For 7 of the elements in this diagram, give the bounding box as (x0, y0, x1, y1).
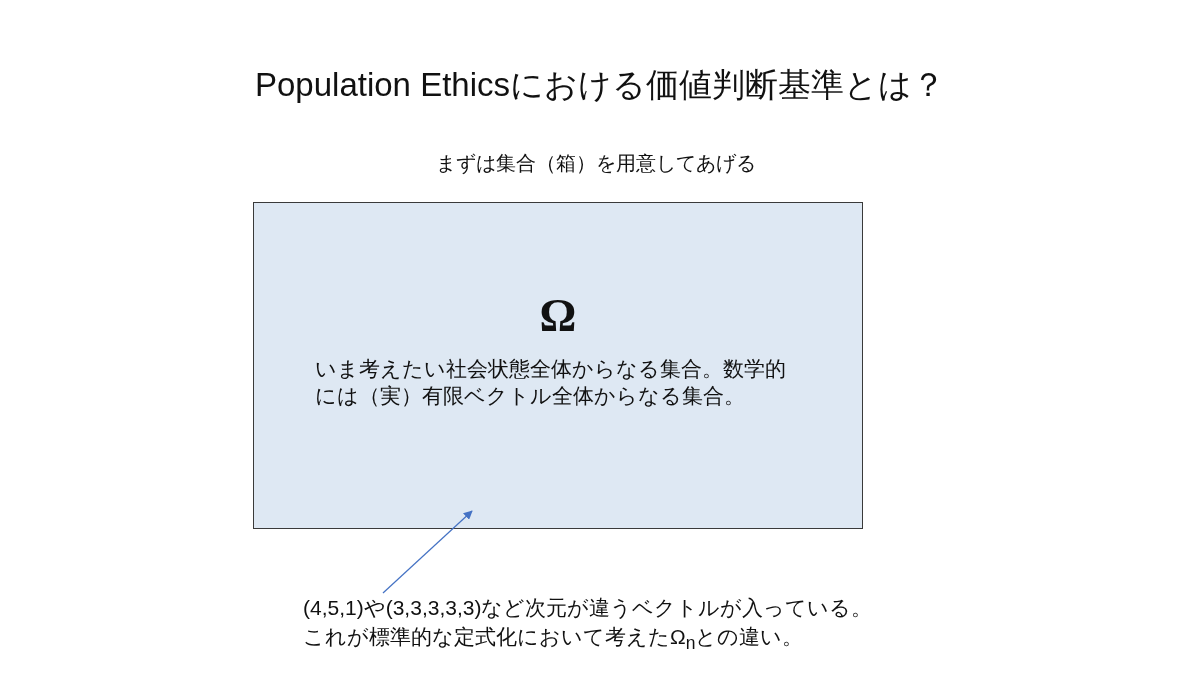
annotation-text: (4,5,1)や(3,3,3,3,3)など次元が違うベクトルが入っている。これが標準的な定式化において考えたΩ$_{n}$との違い。 (303, 593, 881, 659)
set-box (253, 202, 863, 529)
set-description: いま考えたい社会状態全体からなる集合。数学的には（実）有限ベクトル全体からなる集合。 (315, 356, 787, 409)
slide-title: Population Ethicsにおける価値判断基準とは？ (255, 65, 945, 105)
set-symbol: Ω (539, 291, 577, 341)
arrow (382, 510, 473, 594)
subtitle-text: まずは集合（箱）を用意してあげる (436, 151, 756, 176)
